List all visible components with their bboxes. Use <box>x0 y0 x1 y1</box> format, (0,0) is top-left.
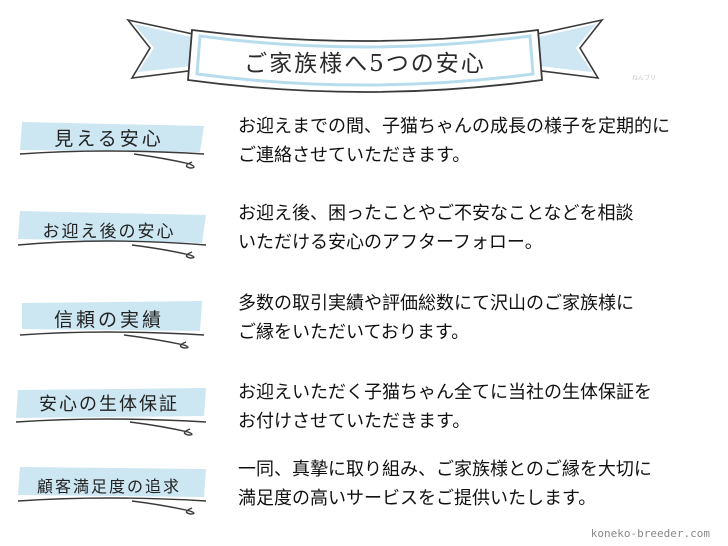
feature-description: 多数の取引実績や評価総数にて沢山のご家族様に ご縁をいただいております。 <box>238 289 718 347</box>
description-line: ご縁をいただいております。 <box>238 322 470 343</box>
brush-underline-icon <box>17 467 207 515</box>
feature-label-badge: 信頼の実績 <box>14 295 210 349</box>
feature-label-badge: お迎え後の安心 <box>14 205 210 259</box>
brush-underline-icon <box>19 301 205 349</box>
feature-description: 一同、真摯に取り組み、ご家族様とのご縁を大切に 満足度の高いサービスをご提供いた… <box>238 455 718 513</box>
feature-row: 信頼の実績 多数の取引実績や評価総数にて沢山のご家族様に ご縁をいただいておりま… <box>0 289 728 369</box>
description-line: 多数の取引実績や評価総数にて沢山のご家族様に <box>238 293 634 314</box>
feature-description: お迎え後、困ったことやご不安なことなどを相談 いただける安心のアフターフォロー。 <box>238 199 718 257</box>
feature-label: 信頼の実績 <box>53 309 164 331</box>
small-watermark: ねんブリ <box>632 75 657 82</box>
feature-label: 顧客満足度の追求 <box>36 477 181 496</box>
feature-row: 安心の生体保証 お迎えいただく子猫ちゃん全てに当社の生体保証を お付けさせていた… <box>0 378 728 458</box>
feature-label-badge: 安心の生体保証 <box>14 384 210 438</box>
page-title: ご家族様へ5つの安心 <box>244 51 486 77</box>
brush-underline-icon <box>15 388 207 436</box>
site-url: koneko-breeder.com <box>590 527 710 540</box>
feature-description: お迎えまでの間、子猫ちゃんの成長の様子を定期的に ご連絡させていただきます。 <box>238 112 718 170</box>
feature-label-badge: 顧客満足度の追求 <box>14 461 210 515</box>
brush-underline-icon <box>19 122 205 169</box>
description-line: お迎えいただく子猫ちゃん全てに当社の生体保証を <box>238 382 652 403</box>
feature-label: 安心の生体保証 <box>39 394 179 415</box>
description-line: お迎え後、困ったことやご不安なことなどを相談 <box>238 203 634 224</box>
feature-row: 見える安心 お迎えまでの間、子猫ちゃんの成長の様子を定期的に ご連絡させていただ… <box>0 112 728 192</box>
description-line: お付けさせていただきます。 <box>238 411 471 432</box>
description-line: 一同、真摯に取り組み、ご家族様とのご縁を大切に <box>238 459 652 480</box>
feature-label: 見える安心 <box>54 128 164 150</box>
feature-label: お迎え後の安心 <box>42 222 176 242</box>
feature-row: 顧客満足度の追求 一同、真摯に取り組み、ご家族様とのご縁を大切に 満足度の高いサ… <box>0 455 728 535</box>
description-line: いただける安心のアフターフォロー。 <box>238 232 543 253</box>
feature-row: お迎え後の安心 お迎え後、困ったことやご不安なことなどを相談 いただける安心のア… <box>0 199 728 279</box>
feature-description: お迎えいただく子猫ちゃん全てに当社の生体保証を お付けさせていただきます。 <box>238 378 718 436</box>
brush-underline-icon <box>17 211 207 259</box>
title-banner: ご家族様へ5つの安心 <box>110 6 620 102</box>
description-line: ご連絡させていただきます。 <box>238 145 471 166</box>
ribbon-banner-graphic <box>125 18 605 93</box>
feature-label-badge: 見える安心 <box>14 118 210 172</box>
description-line: 満足度の高いサービスをご提供いたします。 <box>238 488 597 509</box>
description-line: お迎えまでの間、子猫ちゃんの成長の様子を定期的に <box>238 116 670 137</box>
